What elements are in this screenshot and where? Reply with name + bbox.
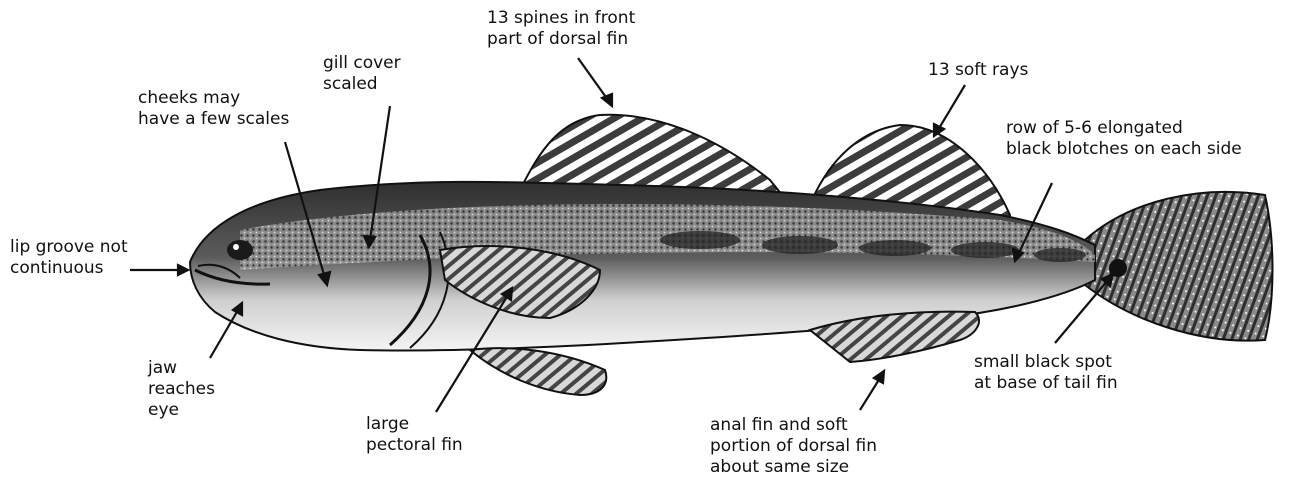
label-line: pectoral fin [366, 435, 463, 456]
label-line: jaw [148, 358, 215, 379]
label-line: cheeks may [138, 88, 289, 109]
label-lip-groove: lip groove not continuous [10, 237, 128, 279]
label-line: eye [148, 400, 215, 421]
label-line: small black spot [974, 352, 1118, 373]
label-pectoral-fin: large pectoral fin [366, 414, 463, 456]
label-soft-rays: 13 soft rays [928, 60, 1028, 81]
label-tail-spot: small black spot at base of tail fin [974, 352, 1118, 394]
label-anal-fin: anal fin and soft portion of dorsal fin … [710, 415, 877, 478]
label-line: part of dorsal fin [487, 29, 635, 50]
label-line: row of 5-6 elongated [1006, 118, 1242, 139]
label-gill-cover: gill cover scaled [323, 53, 401, 95]
label-line: scaled [323, 74, 401, 95]
label-blotches: row of 5-6 elongated black blotches on e… [1006, 118, 1242, 160]
label-line: at base of tail fin [974, 373, 1118, 394]
label-jaw: jaw reaches eye [148, 358, 215, 421]
label-line: reaches [148, 379, 215, 400]
label-line: continuous [10, 258, 128, 279]
label-line: about same size [710, 457, 877, 478]
label-line: 13 soft rays [928, 60, 1028, 81]
label-line: gill cover [323, 53, 401, 74]
label-line: black blotches on each side [1006, 139, 1242, 160]
label-line: have a few scales [138, 109, 289, 130]
label-line: large [366, 414, 463, 435]
fish-eye [227, 240, 253, 260]
label-line: anal fin and soft [710, 415, 877, 436]
label-dorsal-spines: 13 spines in front part of dorsal fin [487, 8, 635, 50]
label-cheeks: cheeks may have a few scales [138, 88, 289, 130]
label-line: lip groove not [10, 237, 128, 258]
label-line: 13 spines in front [487, 8, 635, 29]
pelvic-fin [470, 348, 606, 395]
label-line: portion of dorsal fin [710, 436, 877, 457]
